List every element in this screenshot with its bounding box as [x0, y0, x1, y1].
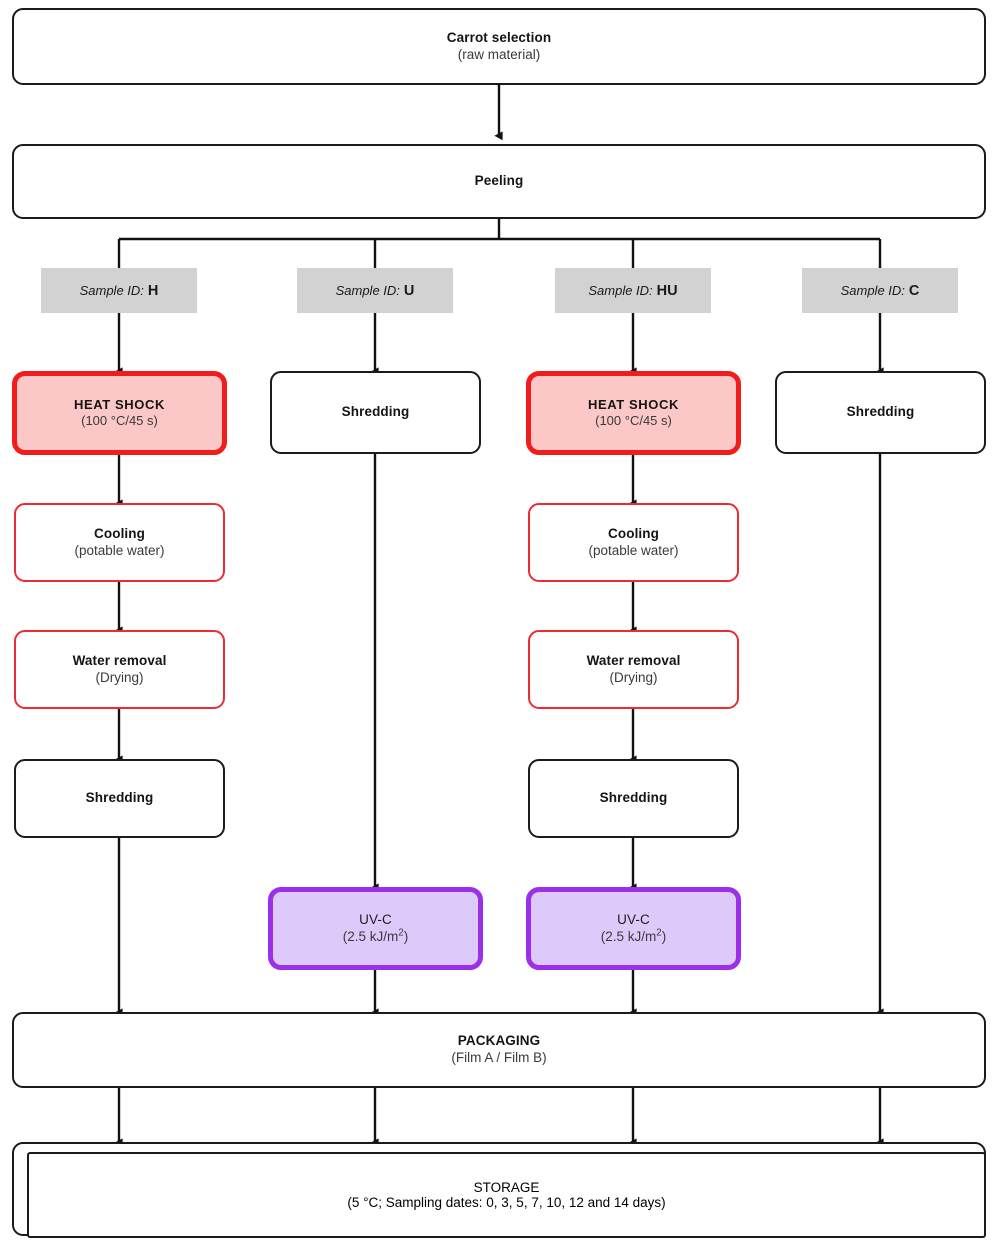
node-c-shredding[interactable]: Shredding [775, 371, 986, 454]
node-carrot-selection[interactable]: Carrot selection (raw material) [12, 8, 986, 85]
node-hu-water-removal-line1: Water removal [586, 652, 681, 668]
node-h-heat-shock-line1: HEAT SHOCK [74, 396, 165, 412]
node-c-shredding-line1: Shredding [846, 404, 915, 420]
node-hu-shredding-line1: Shredding [599, 790, 668, 806]
node-packaging[interactable]: PACKAGING (Film A / Film B) [12, 1012, 986, 1088]
sample-id-label: Sample ID: [588, 283, 653, 298]
sample-id-code-hu: HU [656, 282, 678, 299]
node-u-uvc-line2: (2.5 kJ/m2) [342, 927, 409, 944]
sample-id-label: Sample ID: [79, 283, 144, 298]
node-u-shredding-line1: Shredding [341, 404, 410, 420]
sample-id-chip-c[interactable]: Sample ID: C [802, 268, 958, 313]
node-hu-water-removal-line2: (Drying) [609, 669, 658, 685]
node-h-shredding-line1: Shredding [85, 790, 154, 806]
node-hu-heat-shock[interactable]: HEAT SHOCK (100 °C/45 s) [526, 371, 741, 455]
node-h-water-removal[interactable]: Water removal (Drying) [14, 630, 225, 709]
sample-id-chip-hu[interactable]: Sample ID: HU [555, 268, 711, 313]
node-storage-line1: STORAGE [473, 1180, 540, 1195]
node-hu-cooling-line2: (potable water) [588, 542, 679, 558]
node-peeling-line1: Peeling [474, 173, 524, 189]
node-u-uvc-line1: UV-C [359, 911, 392, 927]
node-hu-uvc[interactable]: UV-C (2.5 kJ/m2) [526, 887, 741, 970]
node-packaging-line2: (Film A / Film B) [451, 1050, 547, 1065]
node-hu-heat-shock-line1: HEAT SHOCK [588, 396, 679, 412]
node-h-water-removal-line1: Water removal [72, 652, 167, 668]
node-carrot-selection-line2: (raw material) [457, 46, 541, 62]
sample-id-chip-u[interactable]: Sample ID: U [297, 268, 453, 313]
node-h-cooling-line1: Cooling [94, 525, 145, 541]
sample-id-code-c: C [908, 282, 920, 299]
sample-id-code-u: U [403, 282, 415, 299]
node-storage-line2: (5 °C; Sampling dates: 0, 3, 5, 7, 10, 1… [347, 1195, 666, 1210]
node-packaging-line1: PACKAGING [457, 1033, 541, 1049]
sample-id-chip-h[interactable]: Sample ID: H [41, 268, 197, 313]
node-h-cooling-line2: (potable water) [74, 542, 165, 558]
node-hu-uvc-line1: UV-C [617, 911, 650, 927]
node-h-heat-shock[interactable]: HEAT SHOCK (100 °C/45 s) [12, 371, 227, 455]
node-h-water-removal-line2: (Drying) [95, 669, 144, 685]
node-hu-uvc-line2: (2.5 kJ/m2) [600, 927, 667, 944]
node-hu-cooling[interactable]: Cooling (potable water) [528, 503, 739, 582]
node-hu-shredding[interactable]: Shredding [528, 759, 739, 838]
sample-id-label: Sample ID: [840, 283, 905, 298]
node-hu-heat-shock-line2: (100 °C/45 s) [595, 413, 672, 428]
node-peeling[interactable]: Peeling [12, 144, 986, 219]
node-carrot-selection-line1: Carrot selection [446, 29, 552, 45]
node-h-heat-shock-line2: (100 °C/45 s) [81, 413, 158, 428]
node-h-shredding[interactable]: Shredding [14, 759, 225, 838]
sample-id-code-h: H [147, 282, 159, 299]
node-h-cooling[interactable]: Cooling (potable water) [14, 503, 225, 582]
node-hu-cooling-line1: Cooling [608, 525, 659, 541]
node-u-uvc[interactable]: UV-C (2.5 kJ/m2) [268, 887, 483, 970]
node-hu-water-removal[interactable]: Water removal (Drying) [528, 630, 739, 709]
node-u-shredding[interactable]: Shredding [270, 371, 481, 454]
node-storage[interactable]: STORAGE (5 °C; Sampling dates: 0, 3, 5, … [27, 1152, 986, 1238]
sample-id-label: Sample ID: [335, 283, 400, 298]
